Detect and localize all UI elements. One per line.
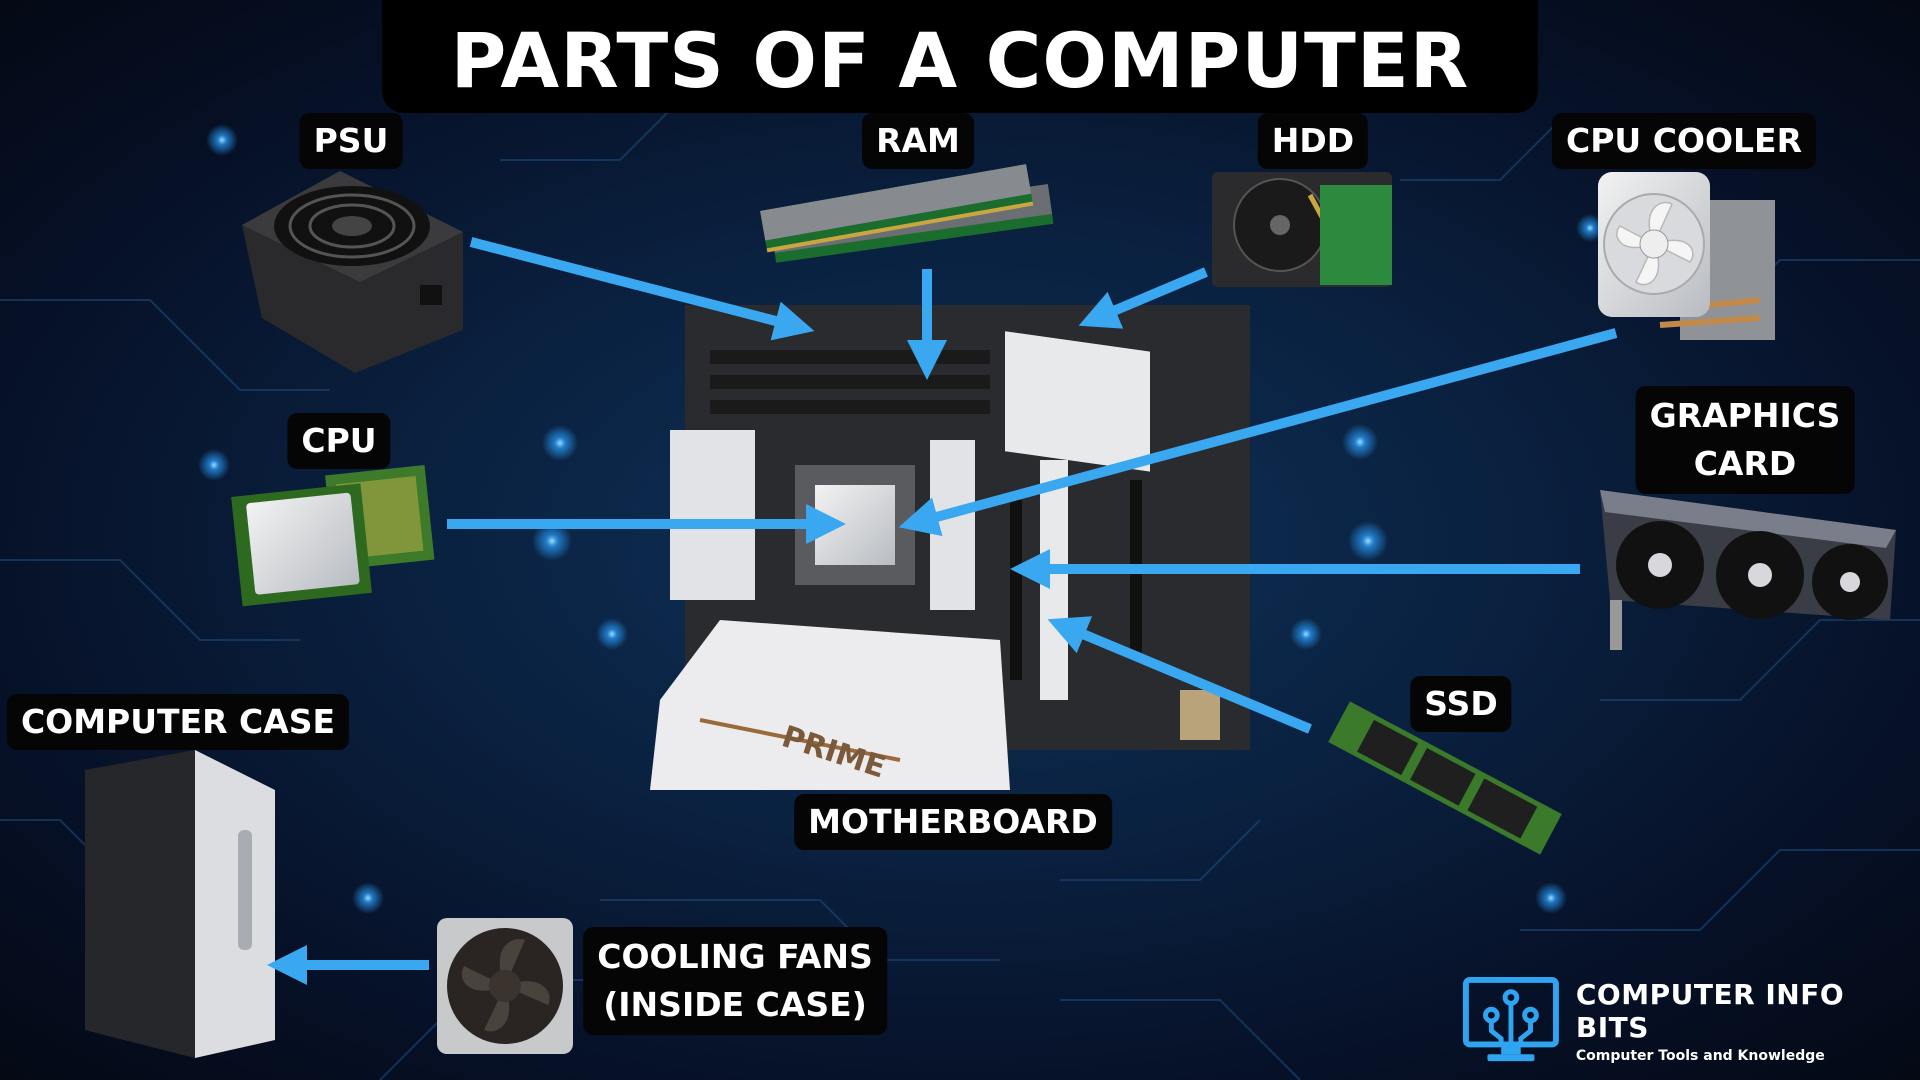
cpu-image (231, 465, 435, 607)
ssd-image (1328, 701, 1562, 855)
logo-name: COMPUTER INFO BITS (1575, 978, 1845, 1044)
arrow-cpu-cooler (898, 328, 1618, 537)
title-banner: PARTS OF A COMPUTER (382, 0, 1538, 113)
label-graphics-card: GRAPHICS CARD (1635, 386, 1855, 494)
page-title: PARTS OF A COMPUTER (450, 16, 1470, 105)
label-hdd: HDD (1257, 113, 1369, 169)
circuit-lines (0, 99, 1920, 1080)
monitor-circuit-icon (1462, 976, 1559, 1062)
label-cpu-cooler: CPU COOLER (1552, 113, 1816, 169)
label-cpu: CPU (287, 413, 391, 469)
motherboard-image: PRIME (650, 305, 1250, 790)
label-motherboard: MOTHERBOARD (794, 794, 1112, 850)
label-graphics-card-line2: CARD (1693, 444, 1797, 483)
label-cooling-fans-line1: COOLING FANS (597, 937, 873, 976)
arrows (267, 237, 1618, 985)
hdd-image (1212, 172, 1392, 287)
ram-image (760, 164, 1054, 263)
label-ssd: SSD (1410, 676, 1512, 732)
label-cooling-fans: COOLING FANS (INSIDE CASE) (583, 927, 887, 1035)
label-cooling-fans-line2: (INSIDE CASE) (603, 985, 867, 1024)
psu-image (242, 171, 463, 373)
brand-logo: COMPUTER INFO BITS Computer Tools and Kn… (1462, 975, 1920, 1067)
arrow-psu (469, 237, 815, 341)
label-graphics-card-line1: GRAPHICS (1649, 396, 1841, 435)
label-psu: PSU (299, 113, 403, 169)
cpu-cooler-image (1598, 172, 1775, 340)
label-computer-case: COMPUTER CASE (6, 694, 350, 750)
computer-case-image (85, 750, 275, 1058)
arrow-hdd (1078, 267, 1208, 329)
label-ram: RAM (862, 113, 974, 169)
graphics-card-image (1600, 490, 1896, 650)
cooling-fan-image (437, 918, 573, 1054)
arrow-ssd (1047, 616, 1312, 734)
glow-dots (198, 124, 1604, 914)
logo-tagline: Computer Tools and Knowledge (1575, 1048, 1825, 1064)
